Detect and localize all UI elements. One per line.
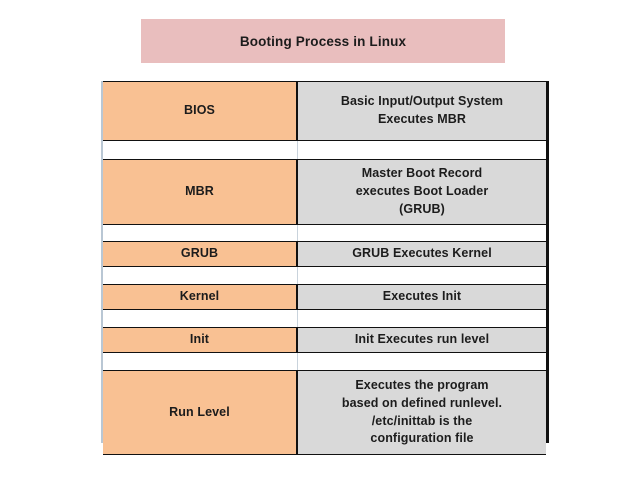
description-line: executes Boot Loader <box>355 184 489 199</box>
row-gap-left <box>103 267 298 284</box>
description-line: Basic Input/Output System <box>340 94 504 109</box>
description-line: Master Boot Record <box>361 166 483 181</box>
stage-cell-init: Init <box>103 328 298 352</box>
description-line: GRUB Executes Kernel <box>352 246 492 261</box>
stage-cell-mbr: MBR <box>103 160 298 224</box>
row-gap-right <box>298 310 546 327</box>
stage-label: GRUB <box>180 246 219 261</box>
page-title: Booting Process in Linux <box>239 33 407 49</box>
table-row: GRUB GRUB Executes Kernel <box>103 241 546 267</box>
row-gap <box>103 141 546 159</box>
description-line: Executes Init <box>382 289 462 304</box>
table-row: Init Init Executes run level <box>103 327 546 353</box>
stage-cell-kernel: Kernel <box>103 285 298 309</box>
stage-label: MBR <box>185 184 214 199</box>
row-gap-left <box>103 141 298 159</box>
description-line: /etc/inittab is the <box>371 413 473 428</box>
description-line: based on defined runlevel. <box>341 395 503 410</box>
stage-label: BIOS <box>184 103 215 118</box>
description-cell-run-level: Executes the program based on defined ru… <box>298 371 546 454</box>
row-gap <box>103 310 546 327</box>
row-gap-right <box>298 267 546 284</box>
description-line: (GRUB) <box>399 201 445 216</box>
description-cell-mbr: Master Boot Record executes Boot Loader … <box>298 160 546 224</box>
description-cell-init: Init Executes run level <box>298 328 546 352</box>
description-line: configuration file <box>370 431 474 446</box>
description-cell-bios: Basic Input/Output System Executes MBR <box>298 82 546 140</box>
row-gap-left <box>103 225 298 241</box>
stage-label: Run Level <box>169 404 230 419</box>
row-gap-right <box>298 141 546 159</box>
boot-process-table: BIOS Basic Input/Output System Executes … <box>101 81 549 455</box>
table-row: Kernel Executes Init <box>103 284 546 310</box>
stage-label: Kernel <box>179 289 220 304</box>
row-gap-right <box>298 353 546 370</box>
row-gap-left <box>103 310 298 327</box>
row-gap <box>103 267 546 284</box>
description-line: Executes MBR <box>377 112 467 126</box>
stage-cell-bios: BIOS <box>103 82 298 140</box>
table-row: Run Level Executes the program based on … <box>103 370 546 455</box>
row-gap <box>103 225 546 241</box>
description-cell-kernel: Executes Init <box>298 285 546 309</box>
row-gap-left <box>103 353 298 370</box>
table-row: MBR Master Boot Record executes Boot Loa… <box>103 159 546 225</box>
row-gap <box>103 353 546 370</box>
row-gap-right <box>298 225 546 241</box>
table-row: BIOS Basic Input/Output System Executes … <box>103 81 546 141</box>
description-cell-grub: GRUB Executes Kernel <box>298 242 546 266</box>
description-line: Executes the program <box>355 378 489 392</box>
stage-label: Init <box>189 332 210 347</box>
page-title-banner: Booting Process in Linux <box>141 19 505 63</box>
stage-cell-grub: GRUB <box>103 242 298 266</box>
stage-cell-run-level: Run Level <box>103 371 298 454</box>
description-line: Init Executes run level <box>354 332 490 347</box>
